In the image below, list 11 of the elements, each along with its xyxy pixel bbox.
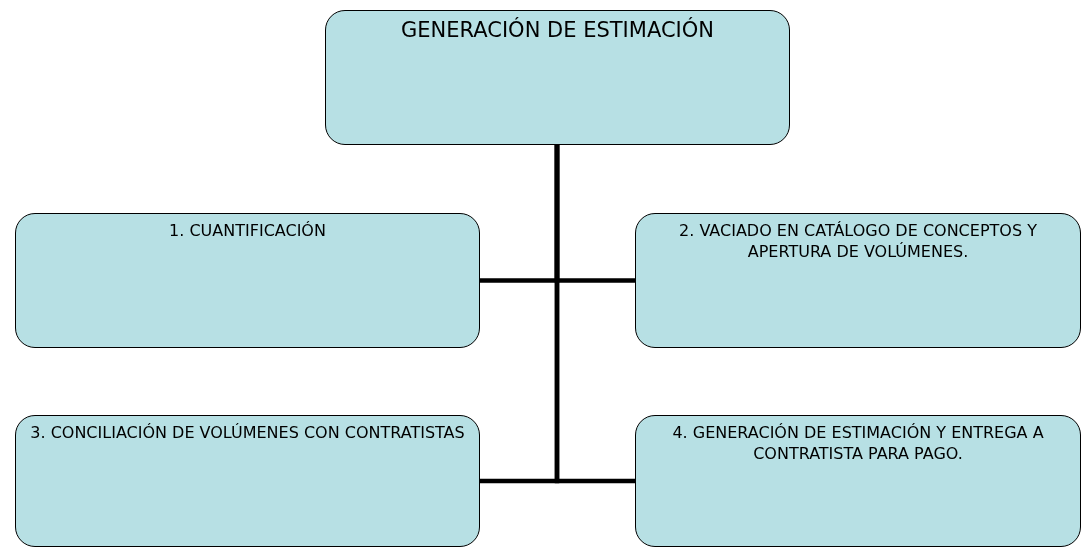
process-box [635,415,1081,547]
step-text: 4. GENERACIÓN DE ESTIMACIÓN Y ENTREGA A CONTRATISTA PARA PAGO. [671,422,1045,464]
step-text: 2. VACIADO EN CATÁLOGO DE CONCEPTOS Y APERTURA DE VOLÚMENES. [678,220,1038,262]
step-text: 1. CUANTIFICACIÓN [168,220,327,241]
process-box [15,415,480,547]
process-box [635,213,1081,348]
step-text: 3. CONCILIACIÓN DE VOLÚMENES CON CONTRATISTAS [29,422,466,443]
title-text: GENERACIÓN DE ESTIMACIÓN [400,17,715,43]
connector-line [554,145,635,484]
process-box [15,213,480,348]
process-box [325,10,790,145]
